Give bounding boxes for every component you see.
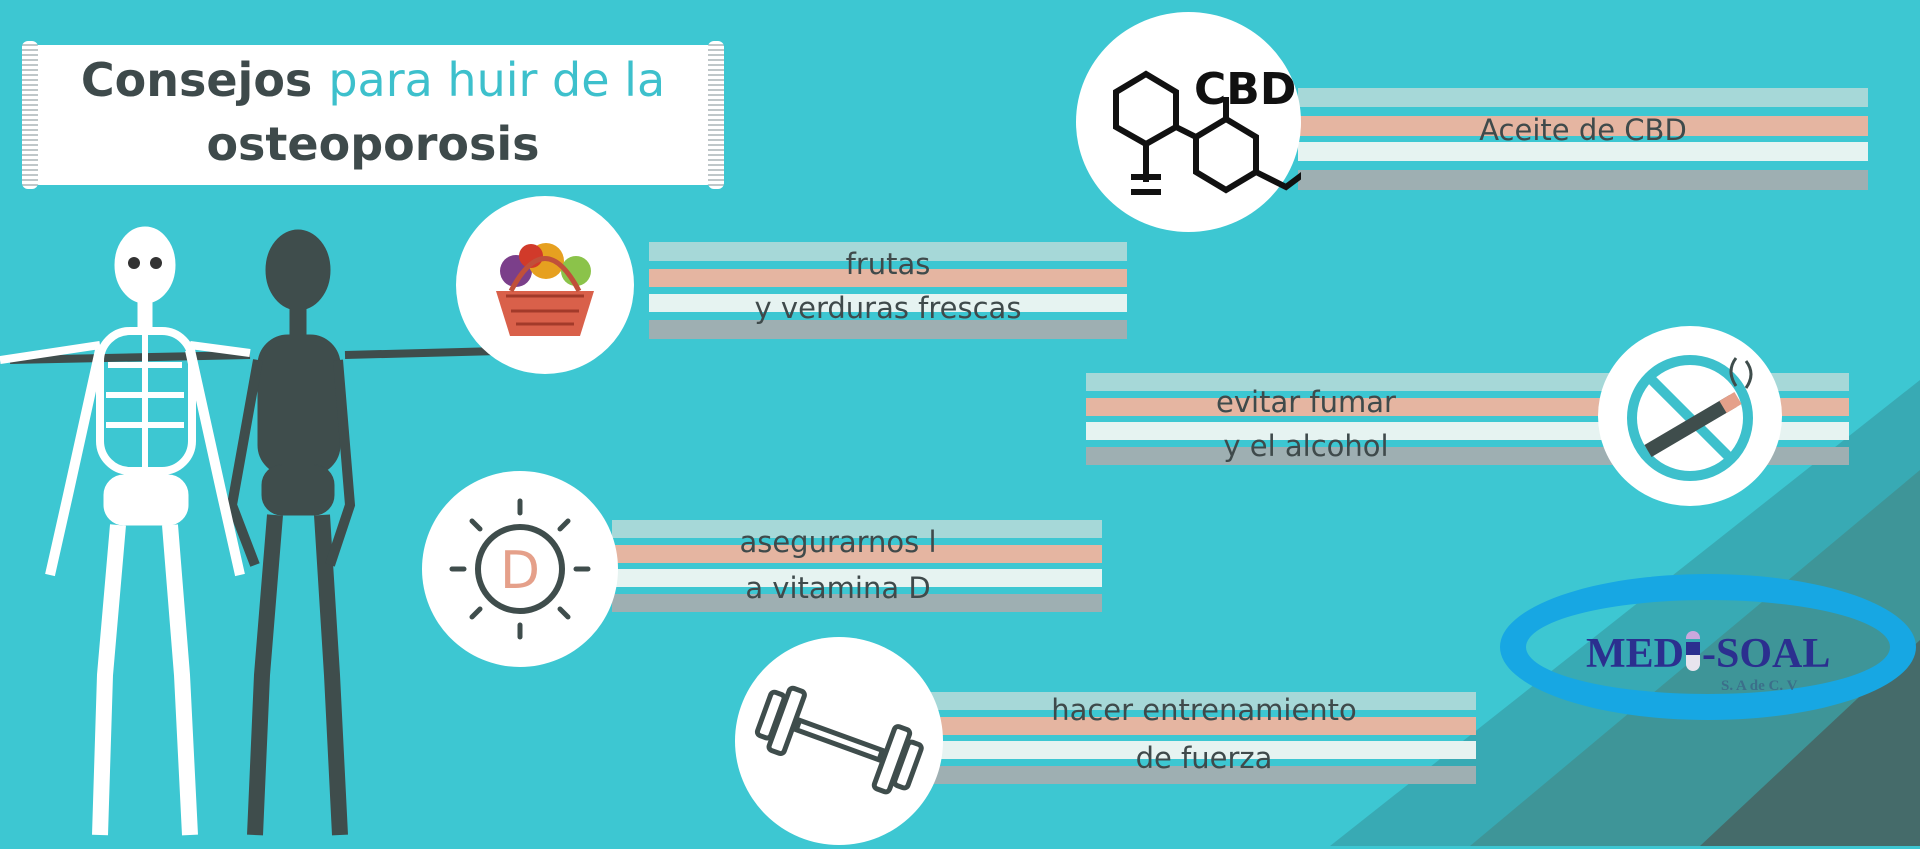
tip-strength-line-2: de fuerza (1135, 741, 1273, 775)
logo-name-left: MED (1586, 631, 1684, 677)
title-part-1: Consejos (80, 53, 313, 107)
vitamin-d-icon: D (422, 471, 618, 667)
tip-smoking-line-1: evitar fumar (1216, 385, 1396, 419)
skeletons-illustration (0, 226, 541, 836)
tip-fruits-card (649, 242, 1127, 345)
no-smoking-icon (1598, 326, 1782, 506)
white-skeleton-icon (0, 226, 251, 836)
scroll-left-edge (22, 41, 38, 189)
tip-fruits-line-2: y verduras frescas (754, 291, 1022, 325)
tip-vitamin-d-card (612, 520, 1102, 618)
dark-skeleton-icon (9, 229, 541, 836)
tip-vitamin-line-2: a vitamina D (745, 571, 931, 605)
logo-name-right: -SOAL (1702, 631, 1831, 677)
tip-vitamin-line-1: asegurarnos l (739, 525, 937, 559)
title-banner: Consejos para huir de la osteoporosis (22, 41, 724, 189)
logo-name: MED -SOAL (1586, 630, 1830, 678)
logo-subtitle: S. A de C. V (1721, 678, 1798, 694)
title-part-2: para huir de la (328, 53, 666, 107)
tip-fruits-line-1: frutas (845, 247, 931, 281)
cbd-badge-text: CBD (1194, 64, 1296, 115)
tip-cbd-line-1: Aceite de CBD (1479, 113, 1687, 147)
tip-cbd-card (1298, 88, 1868, 196)
cbd-molecule-icon: CBD (1076, 12, 1308, 232)
tip-strength-card (931, 692, 1476, 790)
title-line-2: osteoporosis (206, 117, 540, 171)
tip-smoking-line-2: y el alcohol (1223, 429, 1389, 463)
medisoal-logo: MED -SOAL S. A de C. V (1500, 574, 1916, 720)
vitamin-d-letter: D (500, 541, 540, 601)
tip-strength-line-1: hacer entrenamiento (1051, 693, 1357, 727)
dumbbell-icon (735, 637, 943, 845)
fruit-basket-icon (456, 196, 634, 374)
scroll-right-edge (708, 41, 724, 189)
title-line-1: Consejos para huir de la (30, 53, 716, 107)
capsule-icon (1686, 631, 1700, 671)
